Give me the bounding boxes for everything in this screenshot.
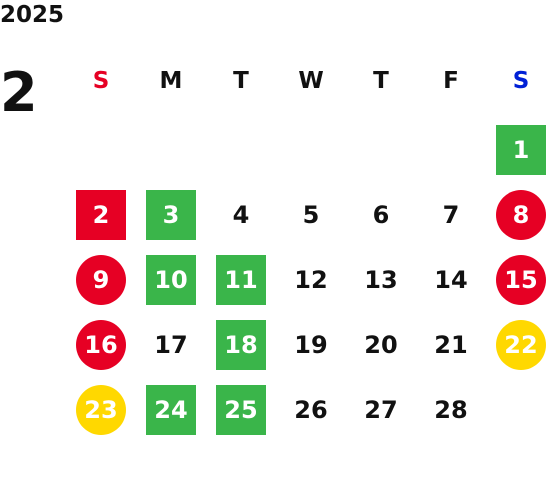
weekday-header-mon: M (159, 68, 183, 94)
day-cell-8[interactable]: 8 (496, 190, 546, 240)
day-cell-26[interactable]: 26 (294, 396, 328, 424)
day-cell-12[interactable]: 12 (294, 266, 328, 294)
day-cell-5[interactable]: 5 (302, 201, 320, 229)
day-cell-28[interactable]: 28 (434, 396, 468, 424)
day-cell-15[interactable]: 15 (496, 255, 546, 305)
weekday-header-wed: W (298, 68, 324, 94)
day-cell-9[interactable]: 9 (76, 255, 126, 305)
day-cell-17[interactable]: 17 (154, 331, 188, 359)
day-cell-13[interactable]: 13 (364, 266, 398, 294)
day-cell-10[interactable]: 10 (146, 255, 196, 305)
day-cell-1[interactable]: 1 (496, 125, 546, 175)
weekday-header-sun: S (92, 68, 110, 94)
day-cell-11[interactable]: 11 (216, 255, 266, 305)
weekday-header-thu: T (373, 68, 389, 94)
day-cell-7[interactable]: 7 (442, 201, 460, 229)
day-cell-16[interactable]: 16 (76, 320, 126, 370)
day-cell-27[interactable]: 27 (364, 396, 398, 424)
weekday-header-fri: F (443, 68, 459, 94)
day-cell-18[interactable]: 18 (216, 320, 266, 370)
day-cell-6[interactable]: 6 (372, 201, 390, 229)
day-cell-4[interactable]: 4 (232, 201, 250, 229)
month-number: 2 (0, 61, 38, 124)
day-cell-25[interactable]: 25 (216, 385, 266, 435)
day-cell-24[interactable]: 24 (146, 385, 196, 435)
day-cell-22[interactable]: 22 (496, 320, 546, 370)
day-cell-23[interactable]: 23 (76, 385, 126, 435)
day-cell-2[interactable]: 2 (76, 190, 126, 240)
day-cell-3[interactable]: 3 (146, 190, 196, 240)
day-cell-20[interactable]: 20 (364, 331, 398, 359)
day-cell-19[interactable]: 19 (294, 331, 328, 359)
year-label: 2025 (0, 2, 65, 28)
day-cell-21[interactable]: 21 (434, 331, 468, 359)
day-cell-14[interactable]: 14 (434, 266, 468, 294)
weekday-header-sat: S (512, 68, 530, 94)
weekday-header-tue: T (233, 68, 249, 94)
